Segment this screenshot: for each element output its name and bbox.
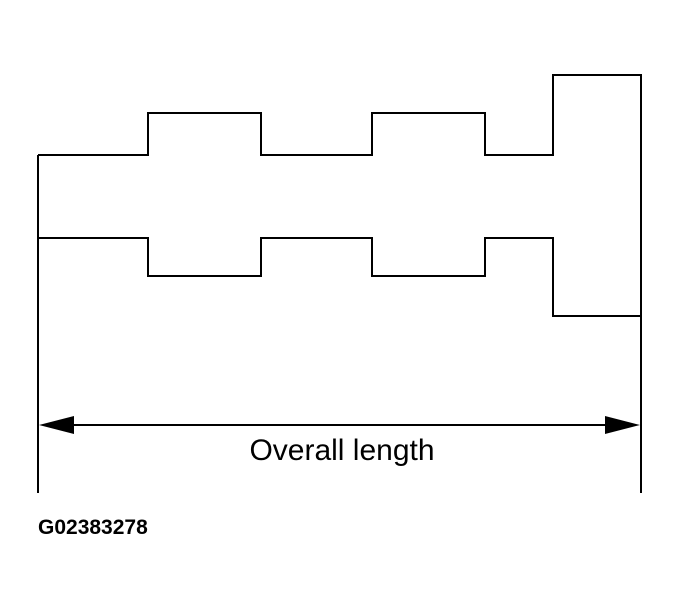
part-lower-profile	[38, 237, 641, 317]
part-upper-profile	[38, 74, 642, 316]
right-arrowhead	[605, 416, 640, 434]
dimension-label: Overall length	[249, 434, 434, 467]
figure-id: G02383278	[38, 516, 148, 539]
left-arrowhead	[39, 416, 74, 434]
